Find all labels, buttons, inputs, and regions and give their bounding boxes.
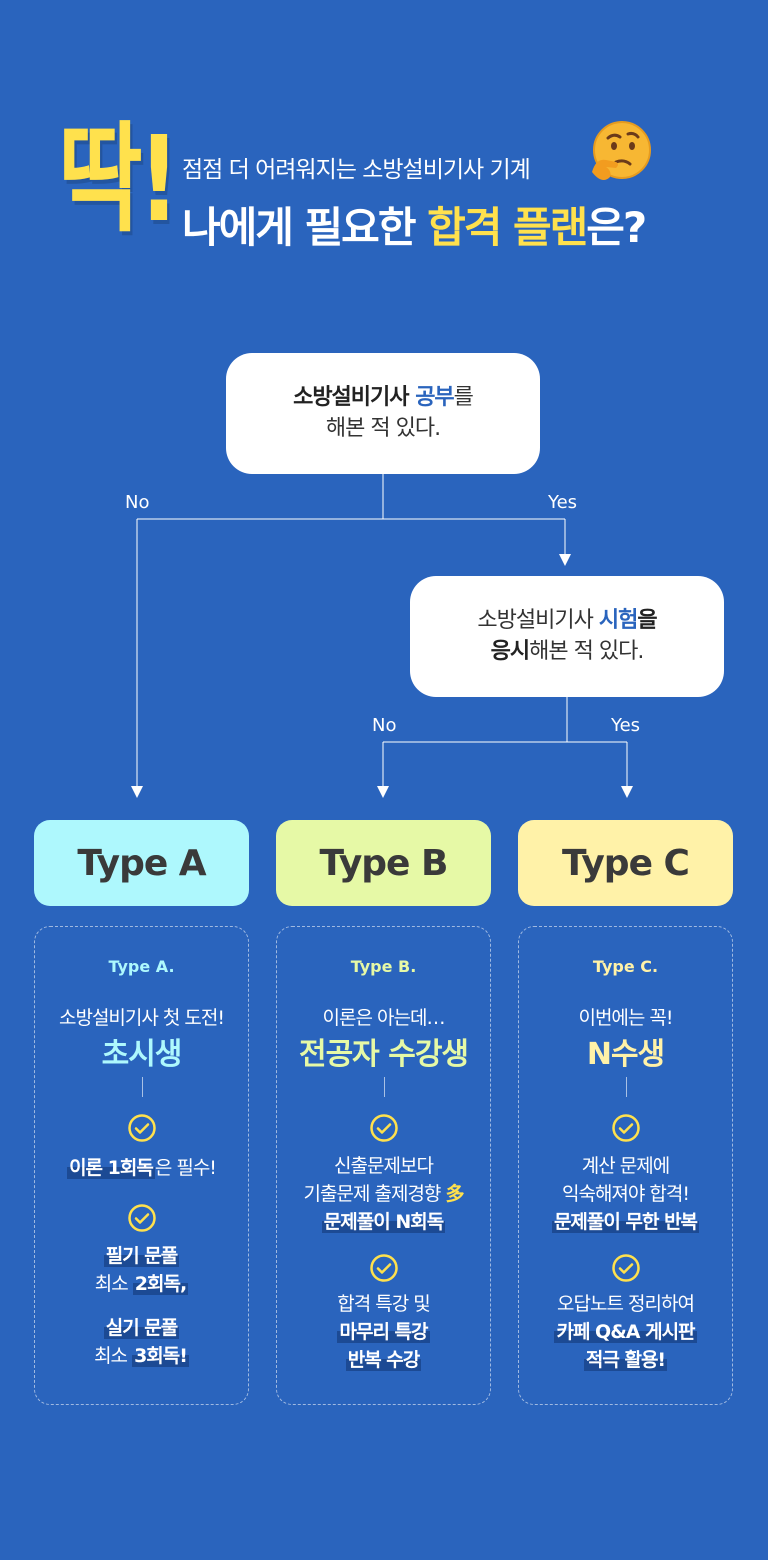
type-b-name: 전공자 수강생: [298, 1037, 469, 1072]
type-b-point-1-line1: 신출문제보다: [334, 1155, 434, 1177]
decision-studied: 소방설비기사 공부를 해본 적 있다.: [226, 353, 540, 474]
header-title: 나에게 필요한 합격 플랜은?: [182, 194, 647, 255]
type-c-point-1-line2: 익숙해져야 합격!: [561, 1183, 690, 1205]
point-emphasis: 문제풀이 N회독: [321, 1211, 446, 1233]
check-circle-icon: [127, 1203, 157, 1233]
divider: [142, 1077, 143, 1097]
point-emphasis: 카페 Q&A 게시판: [554, 1321, 697, 1343]
q2-keyword: 시험: [598, 607, 638, 633]
type-c-tag: Type C.: [592, 957, 659, 976]
type-b-card: Type B. 이론은 아는데… 전공자 수강생 신출문제보다 기출문제 출제경…: [276, 926, 491, 1405]
decision-took-exam: 소방설비기사 시험을 응시해본 적 있다.: [410, 576, 724, 697]
point-emphasis: 마무리 특강: [337, 1321, 430, 1343]
q2-text-apply: 응시: [490, 638, 530, 664]
point-emphasis: 문제풀이 무한 반복: [551, 1211, 700, 1233]
type-c-subtitle: 이번에는 꼭!: [578, 1007, 673, 1029]
check-circle-icon: [369, 1113, 399, 1143]
check-circle-icon: [611, 1113, 641, 1143]
flow-connectors: [131, 474, 633, 798]
type-b-header: Type B: [276, 820, 491, 906]
point-text: 기출문제 출제경향: [303, 1183, 446, 1205]
header-subtitle: 점점 더 어려워지는 소방설비기사 기계: [182, 157, 531, 183]
type-b-point-2-line2: 마무리 특강: [277, 1321, 490, 1344]
type-a-point-3-line2: 최소 3회독!: [35, 1345, 248, 1368]
type-c-point-2-line2: 카페 Q&A 게시판: [519, 1321, 732, 1344]
title-highlight-pass: 합격: [427, 203, 502, 252]
decision-studied-line2: 해본 적 있다.: [325, 415, 441, 441]
title-end: 은?: [586, 203, 647, 252]
type-a-subtitle: 소방설비기사 첫 도전!: [58, 1007, 225, 1029]
point-highlight: 多: [445, 1183, 464, 1205]
q1-text-a: 소방설비기사: [293, 384, 416, 410]
title-start: 나에게 필요한: [182, 203, 428, 252]
decision-exam-line2: 응시해본 적 있다.: [490, 637, 645, 668]
check-circle-icon: [127, 1113, 157, 1143]
type-c-point-1-line3: 문제풀이 무한 반복: [519, 1211, 732, 1234]
point-emphasis: 실기 문풀: [103, 1317, 180, 1339]
decision-exam-line1: 소방설비기사 시험을: [477, 606, 657, 637]
point-emphasis: 3회독!: [132, 1345, 189, 1367]
type-a-point-2-line1: 필기 문풀: [35, 1245, 248, 1268]
type-c-point-2-line3: 적극 활용!: [519, 1349, 732, 1372]
type-b-point-1-line2: 기출문제 출제경향 多: [277, 1183, 490, 1206]
type-c-header: Type C: [518, 820, 733, 906]
type-c-point-2-line1: 오답노트 정리하여: [557, 1293, 695, 1315]
thinking-face-icon: [586, 118, 652, 188]
point-emphasis: 이론 1회독: [67, 1157, 155, 1179]
type-a-point-3-line1: 실기 문풀: [35, 1317, 248, 1340]
q1-keyword: 공부: [415, 384, 454, 410]
title-highlight-plan: 플랜: [513, 203, 588, 252]
q1-no-label: No: [125, 492, 150, 513]
point-emphasis: 2회독,: [132, 1273, 189, 1295]
decision-studied-line1: 소방설비기사 공부를: [293, 383, 474, 414]
q2-yes-label: Yes: [611, 715, 641, 736]
type-b-point-2-line1: 합격 특강 및: [337, 1293, 430, 1315]
type-c-name: N수생: [586, 1037, 665, 1072]
q2-text-a: 소방설비기사: [477, 607, 599, 633]
type-b-subtitle: 이론은 아는데…: [322, 1007, 446, 1029]
type-a-point-2-line2: 최소 2회독,: [35, 1273, 248, 1296]
point-emphasis: 적극 활용!: [583, 1349, 668, 1371]
type-c-point-1-line1: 계산 문제에: [581, 1155, 670, 1177]
check-circle-icon: [611, 1253, 641, 1283]
point-text: 은 필수!: [154, 1157, 217, 1179]
type-c-card: Type C. 이번에는 꼭! N수생 계산 문제에 익숙해져야 합격! 문제풀…: [518, 926, 733, 1405]
q1-text-c: 를: [453, 384, 474, 410]
type-a-tag: Type A.: [108, 957, 175, 976]
point-emphasis: 반복 수강: [345, 1349, 422, 1371]
q2-text-rest: 해본 적 있다.: [529, 638, 644, 664]
point-text: 최소: [94, 1273, 133, 1295]
divider: [384, 1077, 385, 1097]
type-b-point-1-line3: 문제풀이 N회독: [277, 1211, 490, 1234]
header-big-text: 딱!: [58, 110, 180, 248]
type-a-header: Type A: [34, 820, 249, 906]
q2-no-label: No: [372, 715, 397, 736]
type-b-tag: Type B.: [350, 957, 417, 976]
point-emphasis: 필기 문풀: [103, 1245, 180, 1267]
q1-yes-label: Yes: [548, 492, 578, 513]
point-text: 최소: [94, 1345, 133, 1367]
type-b-point-2-line3: 반복 수강: [277, 1349, 490, 1372]
divider: [626, 1077, 627, 1097]
q2-text-c: 을: [637, 607, 657, 633]
check-circle-icon: [369, 1253, 399, 1283]
type-a-name: 초시생: [101, 1037, 183, 1072]
